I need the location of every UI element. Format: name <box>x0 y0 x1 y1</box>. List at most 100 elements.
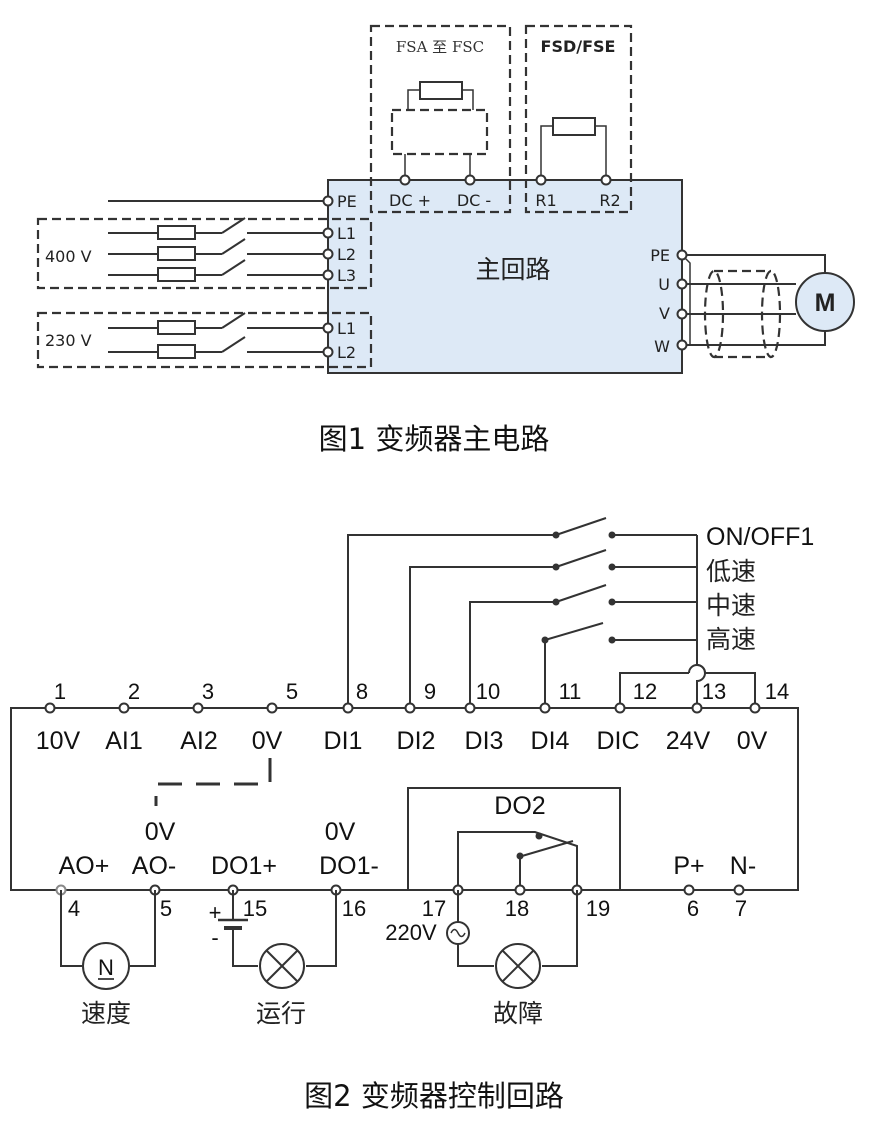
label-230v: 230 V <box>45 331 92 350</box>
label-pe-in: PE <box>337 192 357 211</box>
label-l2-230: L2 <box>337 343 356 362</box>
label-l3: L3 <box>337 266 356 285</box>
battery-minus: - <box>211 925 218 950</box>
label-w: W <box>654 337 670 356</box>
svg-text:DI3: DI3 <box>465 727 504 755</box>
fault-lamp-circuit <box>457 890 578 967</box>
brake-resistor-2 <box>552 117 596 136</box>
label-r1: R1 <box>535 191 556 210</box>
label-l1-230: L1 <box>337 319 356 338</box>
svg-text:0V: 0V <box>252 727 283 755</box>
switch-label-high: 高速 <box>706 625 756 654</box>
fault-lamp-symbol <box>495 943 541 989</box>
resistor-lead <box>407 89 420 110</box>
svg-text:3: 3 <box>202 679 214 704</box>
switch-wiring <box>347 517 756 708</box>
fsa-fsc-box <box>369 24 512 214</box>
label-l1: L1 <box>337 224 356 243</box>
terminal-pe-in <box>322 195 334 207</box>
svg-text:AI1: AI1 <box>105 727 143 755</box>
svg-text:1: 1 <box>54 679 66 704</box>
svg-text:AI2: AI2 <box>180 727 218 755</box>
supply-400v-box <box>36 217 373 290</box>
label-v: V <box>659 304 670 323</box>
label-n-minus: N- <box>730 852 756 880</box>
label-run: 运行 <box>256 999 306 1028</box>
svg-text:4: 4 <box>68 896 80 921</box>
label-ao-minus: AO- <box>132 852 176 880</box>
resistor-lead <box>462 89 474 110</box>
terminal-dc-minus <box>464 174 476 186</box>
label-pe-out: PE <box>650 246 670 265</box>
terminal-l3 <box>322 269 334 281</box>
svg-text:DI1: DI1 <box>324 727 363 755</box>
label-400v: 400 V <box>45 247 92 266</box>
figure-2-control-circuit: ON/OFF1 低速 中速 高速 1 2 3 5 8 9 10 11 1 <box>10 517 814 1113</box>
svg-text:16: 16 <box>342 896 366 921</box>
switch-label-low: 低速 <box>706 557 756 586</box>
svg-text:15: 15 <box>243 896 267 921</box>
run-lamp-symbol <box>259 943 305 989</box>
svg-text:19: 19 <box>586 896 610 921</box>
label-do1-plus: DO1+ <box>211 852 277 880</box>
svg-text:2: 2 <box>128 679 140 704</box>
resistor-lead <box>595 125 607 180</box>
svg-text:24V: 24V <box>666 727 711 755</box>
terminal-l1-230 <box>322 322 334 334</box>
terminal-u <box>676 278 688 290</box>
speed-meter-circuit <box>60 890 156 967</box>
internal-ground-link <box>154 758 272 806</box>
svg-text:DI4: DI4 <box>531 727 570 755</box>
motor-symbol <box>795 272 855 332</box>
fsd-fse-box <box>524 24 633 214</box>
label-ao-plus: AO+ <box>59 852 110 880</box>
meter-n-label: N <box>98 955 114 980</box>
terminal-l1 <box>322 227 334 239</box>
do1-0v-label: 0V <box>325 818 356 846</box>
motor-label: M <box>815 289 836 317</box>
label-dc-plus: DC + <box>389 191 431 210</box>
do2-relay-contacts <box>457 831 578 890</box>
svg-text:17: 17 <box>422 896 446 921</box>
svg-text:7: 7 <box>735 896 747 921</box>
figure-2-caption: 图2 变频器控制回路 <box>304 1079 564 1113</box>
speed-meter-symbol <box>82 942 130 990</box>
figure-1-caption: 图1 变频器主电路 <box>319 422 550 456</box>
svg-text:10V: 10V <box>36 727 81 755</box>
svg-text:9: 9 <box>424 679 436 704</box>
label-dc-minus: DC - <box>457 191 491 210</box>
svg-text:5: 5 <box>160 896 172 921</box>
svg-text:18: 18 <box>505 896 529 921</box>
brake-resistor-1 <box>419 81 463 100</box>
do2-box <box>407 787 621 891</box>
svg-text:12: 12 <box>633 679 657 704</box>
terminal-v <box>676 308 688 320</box>
label-l2: L2 <box>337 245 356 264</box>
svg-text:10: 10 <box>476 679 500 704</box>
svg-text:DIC: DIC <box>596 727 639 755</box>
terminal-pe-out <box>676 249 688 261</box>
brake-unit-box <box>390 108 489 156</box>
run-lamp-circuit <box>218 890 337 967</box>
top-terminal-row <box>44 702 761 714</box>
svg-text:13: 13 <box>702 679 726 704</box>
label-p-plus: P+ <box>673 852 704 880</box>
svg-text:DI2: DI2 <box>397 727 436 755</box>
top-terminal-names: 10V AI1 AI2 0V DI1 DI2 DI3 DI4 DIC 24V 0… <box>36 727 768 755</box>
terminal-r1 <box>535 174 547 186</box>
svg-text:8: 8 <box>356 679 368 704</box>
ao-0v-label: 0V <box>145 818 176 846</box>
top-terminal-numbers: 1 2 3 5 8 9 10 11 12 13 14 <box>54 679 789 704</box>
bottom-terminal-numbers: 4 5 15 16 17 18 19 6 7 <box>68 896 747 921</box>
fsa-fsc-label: FSA 至 FSC <box>396 38 484 56</box>
supply-400v-lines <box>108 217 324 282</box>
terminal-w <box>676 339 688 351</box>
supply-230v-lines <box>108 312 324 359</box>
do2-label: DO2 <box>494 792 545 820</box>
main-circuit-label: 主回路 <box>475 255 550 284</box>
ac-source-symbol <box>446 921 470 945</box>
resistor-lead <box>540 125 553 180</box>
battery-plus: + <box>209 900 222 925</box>
fsd-fse-label: FSD/FSE <box>541 37 616 56</box>
